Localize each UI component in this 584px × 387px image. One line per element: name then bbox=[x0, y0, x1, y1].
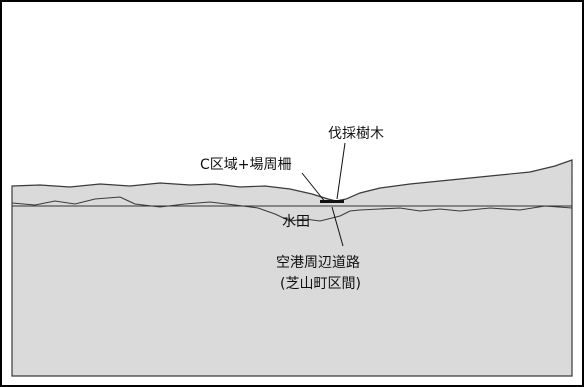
label-zone-fence: C区域+場周柵 bbox=[200, 157, 292, 173]
label-tree-felling: 伐採樹木 bbox=[328, 126, 384, 142]
leader-tree-felling bbox=[336, 142, 346, 200]
leader-zone-fence bbox=[301, 172, 327, 204]
label-paddy: 水田 bbox=[282, 214, 310, 230]
label-road-line1: 空港周辺道路 bbox=[276, 255, 360, 271]
leader-road bbox=[331, 206, 344, 247]
label-road-line2: (芝山町区間) bbox=[280, 276, 361, 292]
treeline bbox=[11, 196, 573, 222]
felled-trees-mark bbox=[320, 200, 344, 203]
